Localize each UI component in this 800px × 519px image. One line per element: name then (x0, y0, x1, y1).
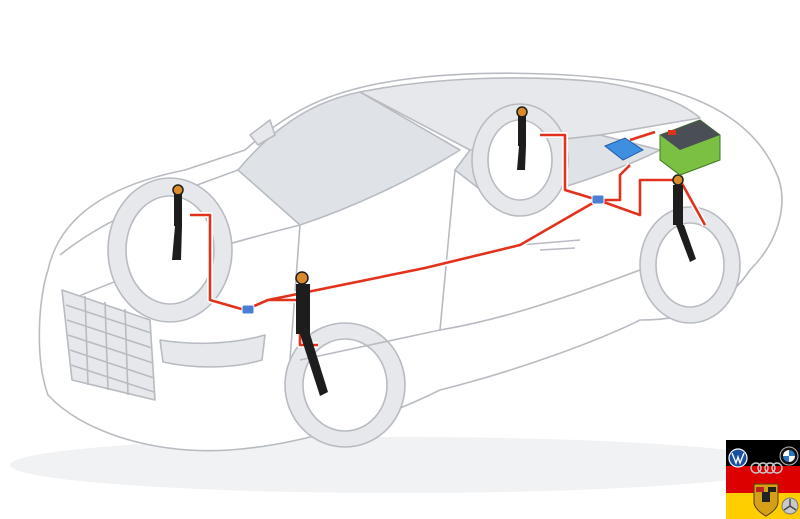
front-right-shock-absorber (172, 184, 184, 260)
bmw-logo-icon (779, 446, 799, 466)
junction-rear (591, 194, 605, 205)
brand-logo-badge (726, 440, 800, 519)
ground-shadow (10, 437, 790, 493)
front-left-shock-absorber (295, 271, 328, 396)
rear-right-shock-absorber (516, 106, 528, 170)
vw-logo-icon (728, 448, 748, 468)
windshield (237, 91, 461, 226)
audi-rings-icon (750, 462, 783, 474)
mirror (249, 119, 276, 146)
rear-left-shock-absorber (672, 174, 696, 262)
control-unit (604, 137, 644, 161)
wire-to-battery (629, 130, 656, 142)
battery (659, 119, 721, 176)
rear-left-wheel (639, 206, 741, 324)
grille-lines (65, 295, 155, 396)
mercedes-star-icon (781, 497, 799, 515)
junction-front (241, 304, 255, 315)
porsche-crest-icon (753, 483, 779, 517)
headlight (159, 334, 266, 368)
